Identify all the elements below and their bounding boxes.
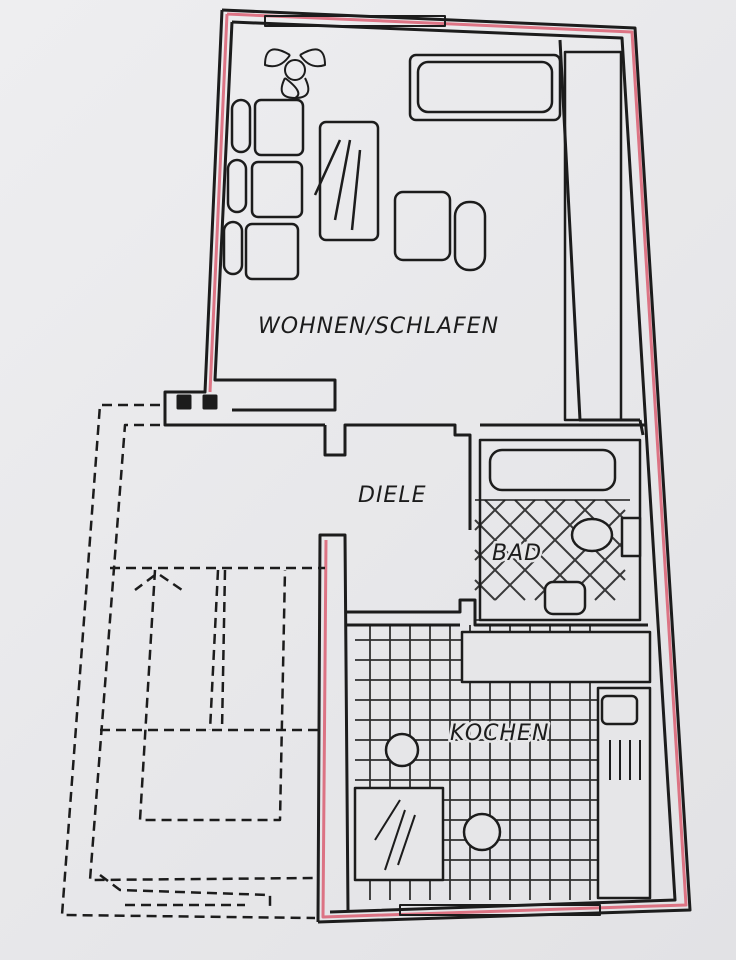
room-label-living: WOHNEN/SCHLAFEN (258, 314, 499, 339)
seating (222, 98, 487, 281)
kitchen (353, 625, 652, 900)
room-label-kitchen: KOCHEN (450, 721, 549, 746)
bed (408, 53, 562, 122)
window-top (264, 15, 446, 27)
room-label-hall: DIELE (358, 483, 427, 508)
terrace-dashed (60, 403, 325, 920)
highlight-outline (208, 12, 688, 919)
wardrobe (563, 50, 623, 422)
duct (176, 394, 192, 410)
plant-icon (264, 48, 326, 99)
window-bottom (399, 904, 601, 916)
duct (202, 394, 218, 410)
room-label-bath: BAD (492, 541, 542, 566)
bathroom (474, 438, 642, 622)
